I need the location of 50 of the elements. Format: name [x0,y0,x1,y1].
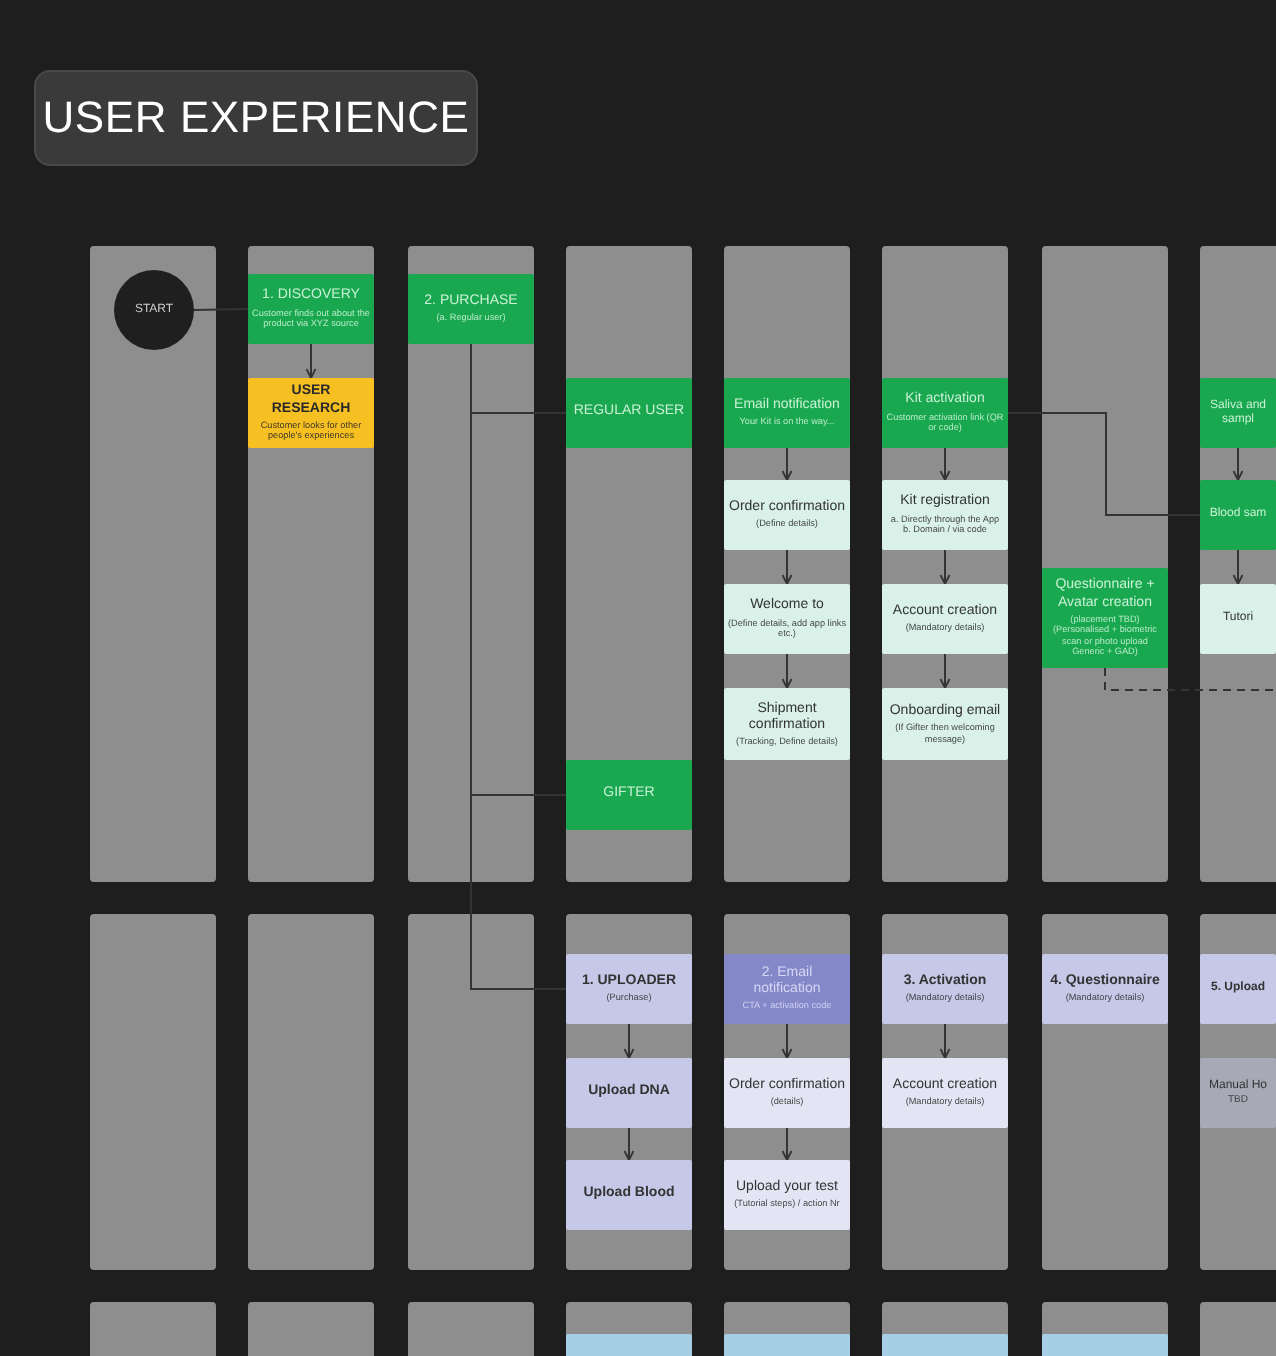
step-box [566,1160,692,1230]
step-box [882,1058,1008,1128]
step-box [248,378,374,448]
step-box [724,378,850,448]
title-label: USER EXPERIENCE [34,70,478,166]
empty-box [724,1334,850,1356]
arrow [939,549,951,585]
arrow [939,653,951,689]
step-box [882,688,1008,760]
empty-box [1042,1334,1168,1356]
arrow [623,1127,635,1161]
arrow [939,447,951,481]
arrow [1232,549,1244,585]
step-box [1200,480,1276,550]
arrow [781,1023,793,1059]
arrow [1232,447,1244,481]
step-box [566,760,692,830]
connector-line [1104,667,1276,691]
step-box [408,274,534,344]
step-box [724,1160,850,1230]
step-box [1042,954,1168,1024]
arrow [781,1127,793,1161]
step-box [566,1058,692,1128]
connector-line [193,308,249,311]
step-box [566,378,692,448]
arrow [939,1023,951,1059]
step-box [882,584,1008,654]
step-box [882,954,1008,1024]
arrow [781,549,793,585]
arrow [305,343,317,379]
step-box [724,954,850,1024]
step-box [724,480,850,550]
empty-box [566,1334,692,1356]
arrow [781,653,793,689]
arrow [781,447,793,481]
step-box [724,584,850,654]
step-box [882,480,1008,550]
step-box [566,954,692,1024]
connector-line [1007,412,1201,516]
arrow [623,1023,635,1059]
step-box [1200,584,1276,654]
step-box [1200,954,1276,1024]
step-box [724,688,850,760]
step-box [248,274,374,344]
step-box [882,378,1008,448]
step-box [1200,1058,1276,1128]
step-box [1042,568,1168,668]
empty-box [882,1334,1008,1356]
step-box [1200,378,1276,448]
step-box [724,1058,850,1128]
